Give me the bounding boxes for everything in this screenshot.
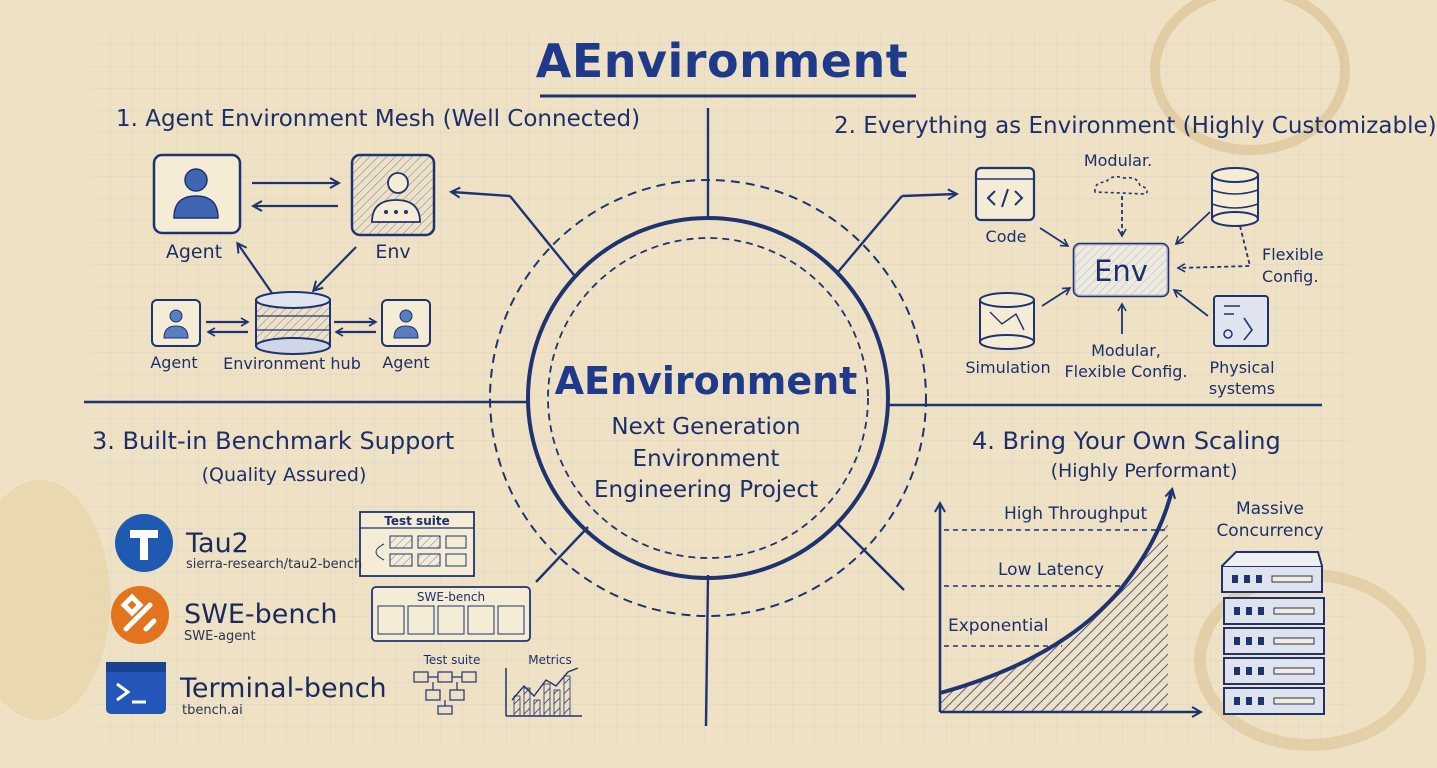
test-suite-panel-1 [359,511,475,577]
exponential-label: Exponential [948,616,1049,636]
bench-name-terminal: Terminal-bench [180,673,387,704]
q1-environment-hub-icon [255,291,331,355]
page-title: AEnvironment [535,34,909,88]
server-unit [1223,627,1325,655]
q2-physical-line-2: systems [1208,378,1276,398]
q2-modular-bottom-line-2: Flexible Config. [1064,361,1188,381]
q2-heading: 2. Everything as Environment (Highly Cus… [834,113,1437,139]
center-subtitle: Next Generation Environment Engineering … [594,412,818,507]
q1-agent-small-left [151,299,201,347]
bench-sub-terminal: tbench.ai [182,703,243,718]
q2-simulation-label: Simulation [965,358,1051,377]
test-suite-label-1: Test suite [384,514,450,528]
q2-cloud-icon [1094,175,1148,195]
center-subtitle-line: Next Generation [611,414,801,440]
metrics-label: Metrics [528,653,572,667]
test-suite-label-2: Test suite [423,653,481,667]
q1-arrows [206,183,378,337]
server-rack-top [1221,551,1323,567]
q1-hub-label: Environment hub [223,354,361,373]
server-unit [1223,687,1325,715]
q2-physical-label: Physical systems [1209,358,1275,400]
q1-env-label: Env [375,241,411,263]
massive-line-2: Concurrency [1216,521,1324,542]
q2-database-icon [1211,167,1259,227]
quadrant-dividers [84,108,1322,727]
q2-simulation-icon [979,292,1035,350]
q1-agent-box [152,153,242,235]
swe-bench-logo [111,586,169,644]
q1-agent-right-label: Agent [382,353,430,372]
q1-agent-label: Agent [165,241,223,263]
center-circle-inner [547,237,869,559]
swe-panel-label: SWE-bench [416,590,486,604]
q2-env-box [1072,242,1170,298]
q2-env-label: Env [1094,254,1148,288]
coffee-stain [0,480,110,720]
q3-subheading: (Quality Assured) [201,464,367,486]
q1-heading: 1. Agent Environment Mesh (Well Connecte… [116,106,641,132]
server-unit [1221,565,1323,593]
q4-heading: 4. Bring Your Own Scaling [972,427,1281,455]
q2-physical-systems-icon [1213,295,1269,347]
q2-modular-bottom-label: Modular, Flexible Config. [1064,341,1187,383]
center-circle-outer [489,179,927,617]
server-unit [1223,657,1325,685]
terminal-bench-logo [106,662,166,714]
coffee-stain [1150,0,1350,155]
bench-name-tau2: Tau2 [186,528,249,559]
q2-flexible-label: Flexible Config. [1262,244,1324,287]
bench-name-swe: SWE-bench [184,599,338,630]
q2-code-icon [974,166,1036,222]
swe-bench-panel [371,586,531,642]
high-throughput-label: High Throughput [1004,504,1148,524]
tau2-logo [115,514,173,572]
q2-flexible-line-1: Flexible [1262,245,1324,264]
massive-concurrency-label: Massive Concurrency [1216,498,1323,542]
radial-connectors [452,192,956,591]
q2-modular-top-label: Modular. [1083,151,1153,170]
q1-agent-small-right [381,299,431,347]
center-subtitle-line: Environment [632,445,780,472]
q4-subheading: (Highly Performant) [1050,460,1238,482]
center-title: AEnvironment [554,359,858,403]
bench-sub-tau2: sierra-research/tau2-bench [186,557,363,572]
center-subtitle-line: Engineering Project [593,477,819,504]
diagram-canvas [0,0,1426,751]
metrics-chart [505,667,582,717]
massive-line-1: Massive [1235,499,1305,519]
q1-agent-left-label: Agent [150,353,198,372]
test-suite-flow-2 [413,671,477,715]
server-unit [1223,597,1325,625]
q2-physical-line-1: Physical [1209,358,1275,377]
q2-flexible-line-2: Config. [1262,266,1319,286]
center-circle-main [526,216,890,580]
low-latency-label: Low Latency [998,560,1105,580]
q2-code-label: Code [985,227,1027,246]
q2-arrows [1039,196,1252,334]
bench-sub-swe: SWE-agent [184,629,256,644]
q2-modular-bottom-line-1: Modular, [1091,341,1161,360]
q3-heading: 3. Built-in Benchmark Support [92,427,455,455]
server-rack-icon [1221,551,1325,715]
q1-env-box [350,153,436,237]
scaling-chart [940,490,1200,712]
